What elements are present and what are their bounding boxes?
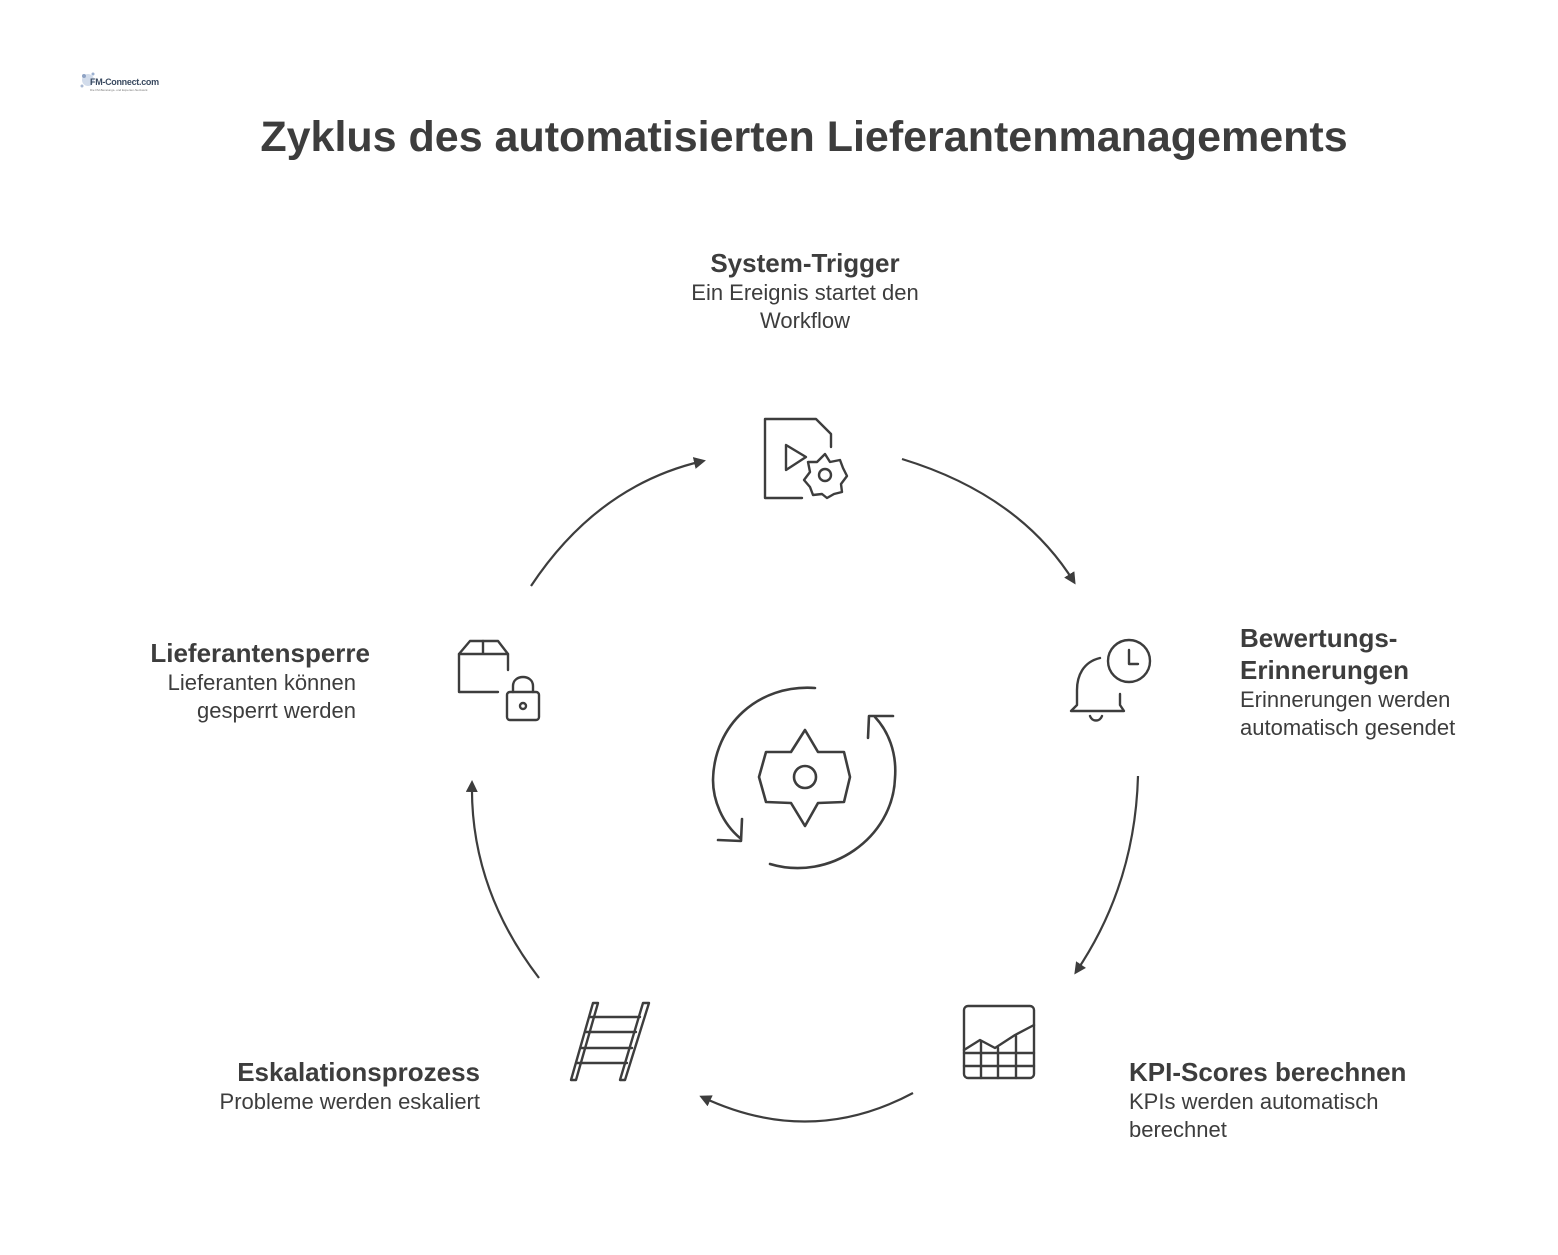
stage-title: System-Trigger xyxy=(710,248,900,278)
stage-title: Eskalationsprozess xyxy=(237,1057,480,1087)
stage-title: Bewertungs-Erinnerungen xyxy=(1240,623,1410,685)
stage-description: Probleme werden eskaliert xyxy=(219,1089,480,1114)
arrow-block-to-trigger xyxy=(530,457,706,587)
stage-title: Lieferantensperre xyxy=(150,638,370,668)
stage-reminders: Bewertungs-Erinnerungen Erinnerungen wer… xyxy=(1240,622,1530,742)
stage-block: Lieferantensperre Lieferanten können ges… xyxy=(110,637,370,725)
stage-kpi: KPI-Scores berechnen KPIs werden automat… xyxy=(1129,1056,1429,1144)
arrow-trigger-to-reminders xyxy=(901,457,1076,585)
box-lock-icon xyxy=(457,639,541,722)
bell-clock-icon xyxy=(1069,638,1152,722)
arrow-reminders-to-kpi xyxy=(1074,775,1140,975)
arrow-kpi-to-escalation xyxy=(699,1092,914,1123)
arrow-escalation-to-block xyxy=(465,780,540,979)
logo-subtext: Die FM-Beratungs- und Experten-Netzwerk xyxy=(90,88,148,92)
chart-grid-icon xyxy=(962,1004,1036,1080)
page-title: Zyklus des automatisierten Lieferantenma… xyxy=(260,113,1348,161)
stage-description: Erinnerungen werden automatisch gesendet xyxy=(1240,687,1456,740)
stage-description: Lieferanten können gesperrt werden xyxy=(167,670,356,723)
brand-logo: FM-Connect.com Die FM-Beratungs- und Exp… xyxy=(78,68,159,100)
stage-system-trigger: System-Trigger Ein Ereignis startet den … xyxy=(655,247,955,335)
logo-text: FM-Connect.com xyxy=(90,77,159,87)
stage-description: Ein Ereignis startet den Workflow xyxy=(691,280,919,333)
stage-description: KPIs werden automatisch berechnet xyxy=(1129,1089,1379,1142)
ladder-icon xyxy=(569,1001,651,1082)
stage-escalation: Eskalationsprozess Probleme werden eskal… xyxy=(150,1056,480,1116)
gear-cycle-icon xyxy=(711,686,897,870)
logo-splash-icon xyxy=(80,72,95,88)
workflow-file-gear-icon xyxy=(763,417,849,500)
stage-title: KPI-Scores berechnen xyxy=(1129,1057,1407,1087)
